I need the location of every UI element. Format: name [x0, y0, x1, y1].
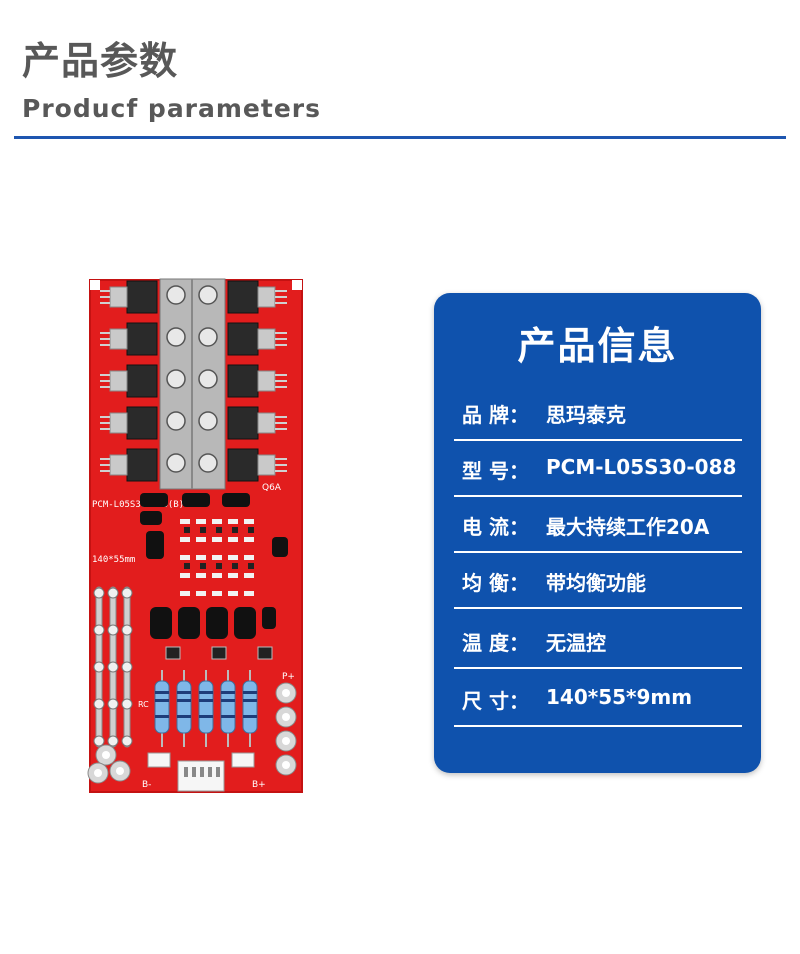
page-title: 产品参数: [22, 39, 179, 83]
pcb-q6a-label: Q6A: [262, 483, 282, 493]
info-card-title: 产品信息: [517, 324, 678, 368]
info-label: 均 衡：: [462, 571, 529, 595]
info-value: 最大持续工作20A: [546, 515, 710, 539]
info-row-model: 型 号： PCM-L05S30-088: [454, 441, 742, 497]
pcb-rc-label: RC: [138, 700, 149, 709]
info-value: PCM-L05S30-088: [546, 455, 737, 479]
info-value: 140*55*9mm: [546, 685, 693, 709]
pcb-bminus-label: B-: [142, 780, 151, 790]
pcb-pplus-label: P+: [282, 672, 295, 682]
info-value: 思玛泰克: [546, 403, 626, 427]
pcb-model-text: PCM-L05S30-088(B): [92, 500, 184, 510]
header-divider: [14, 136, 786, 139]
info-row-size: 尺 寸： 140*55*9mm: [454, 671, 742, 727]
page-subtitle: Producf parameters: [22, 94, 322, 123]
info-label: 型 号：: [462, 459, 529, 483]
pcb-size-text: 140*55mm: [92, 555, 135, 565]
info-row-current: 电 流： 最大持续工作20A: [454, 497, 742, 553]
pcb-bplus-label: B+: [252, 780, 266, 790]
info-row-brand: 品 牌： 思玛泰克: [454, 385, 742, 441]
product-info-card: 产品信息 品 牌： 思玛泰克 型 号： PCM-L05S30-088 电 流： …: [434, 293, 761, 773]
pcb-board-image: PCM-L05S30-088(B) 140*55mm Q6A: [82, 275, 312, 800]
info-row-balance: 均 衡： 带均衡功能: [454, 553, 742, 609]
info-row-temperature: 温 度： 无温控: [454, 613, 742, 669]
info-label: 品 牌：: [462, 403, 529, 427]
info-value: 带均衡功能: [546, 571, 646, 595]
info-label: 尺 寸：: [462, 689, 529, 713]
info-label: 温 度：: [462, 631, 529, 655]
info-value: 无温控: [546, 631, 606, 655]
info-label: 电 流：: [462, 515, 529, 539]
